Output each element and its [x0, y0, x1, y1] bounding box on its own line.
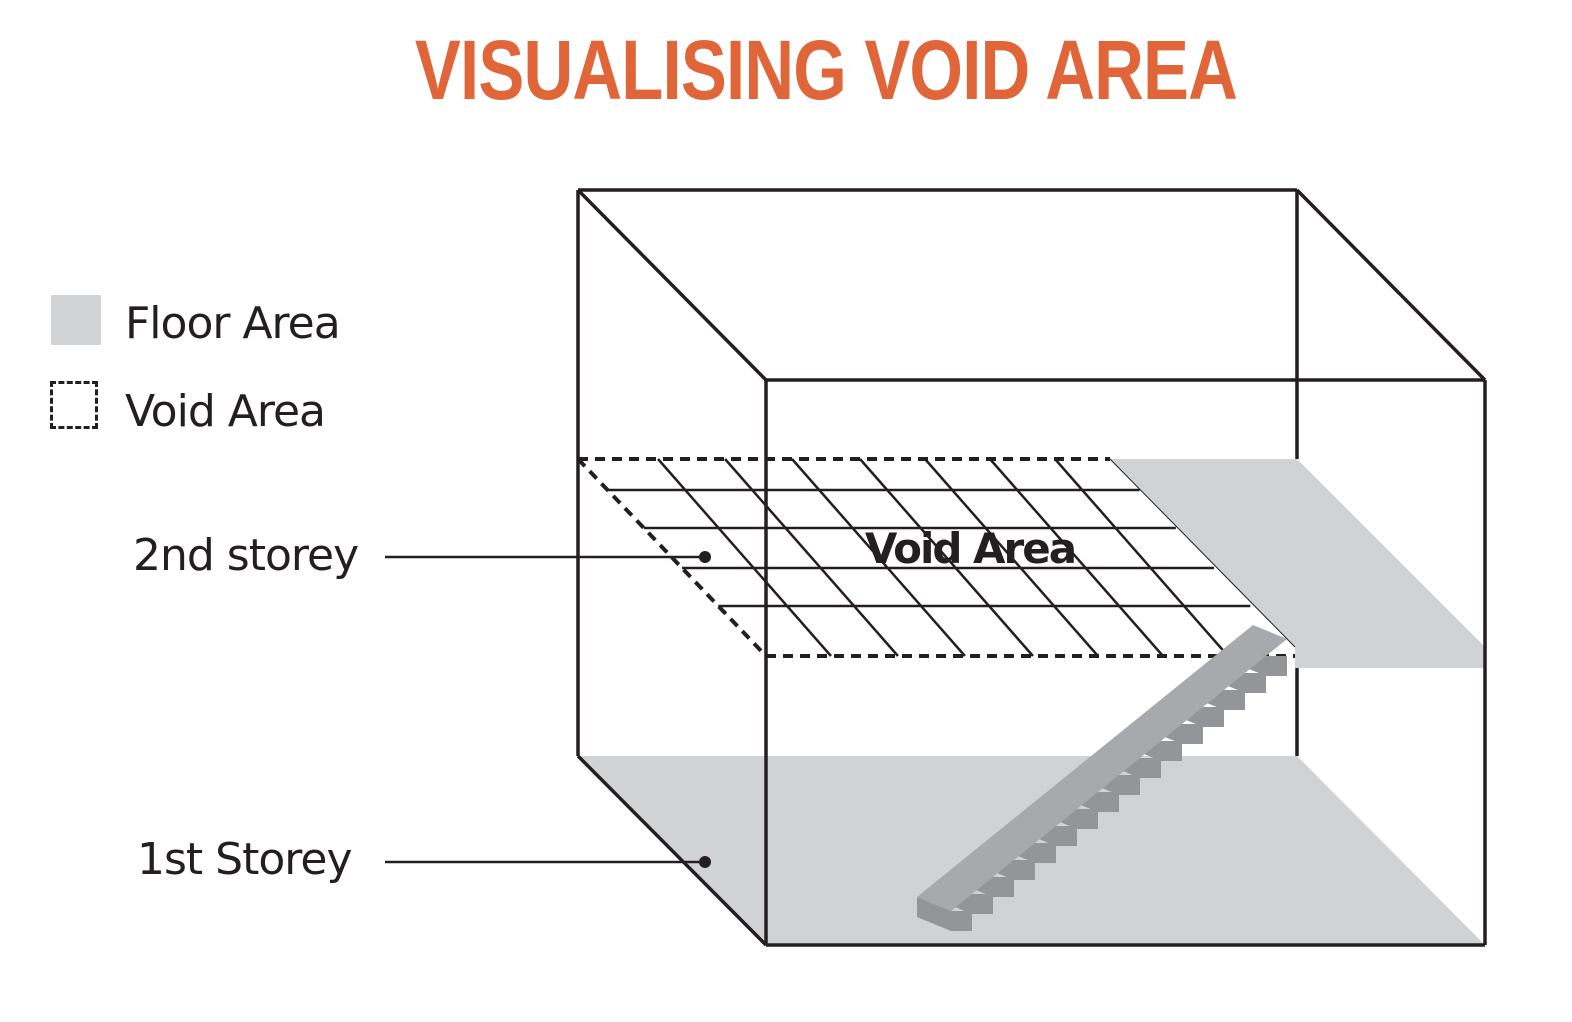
- grid-line-diagonal: [724, 458, 899, 657]
- void-area-grid: [607, 458, 1251, 657]
- stair-riser: [1224, 690, 1245, 710]
- stair-tread: [917, 880, 972, 911]
- stair-tread: [938, 863, 993, 894]
- stair-tread: [1064, 761, 1119, 792]
- grid-line-diagonal: [989, 458, 1164, 657]
- grid-line-diagonal: [791, 458, 966, 657]
- stair-riser: [1119, 775, 1140, 795]
- first-storey-callout: [385, 856, 711, 868]
- stair-tread: [959, 846, 1014, 877]
- floor-area-swatch-icon: [51, 295, 101, 345]
- stair-riser: [1203, 707, 1224, 727]
- stair-riser: [1098, 792, 1119, 812]
- stair-riser: [1266, 656, 1287, 676]
- legend-floor-label: Floor Area: [125, 298, 341, 349]
- staircase: [917, 625, 1287, 931]
- grid-line-diagonal: [924, 458, 1099, 657]
- stair-tread: [1106, 727, 1161, 758]
- second-storey-floor-edge: [1295, 647, 1485, 668]
- second-storey-callout: [385, 551, 711, 563]
- stair-tread: [1190, 659, 1245, 690]
- stair-tread: [1043, 778, 1098, 809]
- stair-riser: [951, 911, 972, 931]
- stair-riser: [1161, 741, 1182, 761]
- stair-riser: [1077, 809, 1098, 829]
- second-storey-floor-top: [1110, 459, 1485, 647]
- first-storey-label: 1st Storey: [137, 834, 352, 885]
- stair-side: [917, 897, 951, 931]
- stair-tread: [1127, 710, 1182, 741]
- stair-riser: [1182, 724, 1203, 744]
- page-title: VISUALISING VOID AREA: [414, 23, 1238, 117]
- shelf-edge-line: [1109, 458, 1296, 648]
- callout-dot-icon: [699, 856, 711, 868]
- stair-tread: [980, 829, 1035, 860]
- stair-riser: [1014, 860, 1035, 880]
- stair-riser: [1245, 673, 1266, 693]
- stair-riser: [993, 877, 1014, 897]
- stair-riser: [1035, 843, 1056, 863]
- stair-tread: [1232, 625, 1287, 656]
- stair-riser: [1140, 758, 1161, 778]
- stair-tread: [1148, 693, 1203, 724]
- void-area-label: Void Area: [865, 524, 1075, 573]
- stair-tread: [1085, 744, 1140, 775]
- stair-tread: [1001, 812, 1056, 843]
- grid-line-diagonal: [657, 458, 832, 657]
- building-box-outline: [576, 188, 1487, 947]
- grid-line-diagonal: [1054, 458, 1229, 657]
- stair-tread: [1169, 676, 1224, 707]
- stair-tread: [1022, 795, 1077, 826]
- stair-riser: [972, 894, 993, 914]
- stair-tread: [1211, 642, 1266, 673]
- legend-void-label: Void Area: [125, 386, 326, 437]
- grid-line-diagonal: [859, 458, 1034, 657]
- callout-dot-icon: [699, 551, 711, 563]
- stair-riser: [1056, 826, 1077, 846]
- second-storey-label: 2nd storey: [133, 530, 359, 581]
- void-area-swatch-icon: [50, 381, 98, 429]
